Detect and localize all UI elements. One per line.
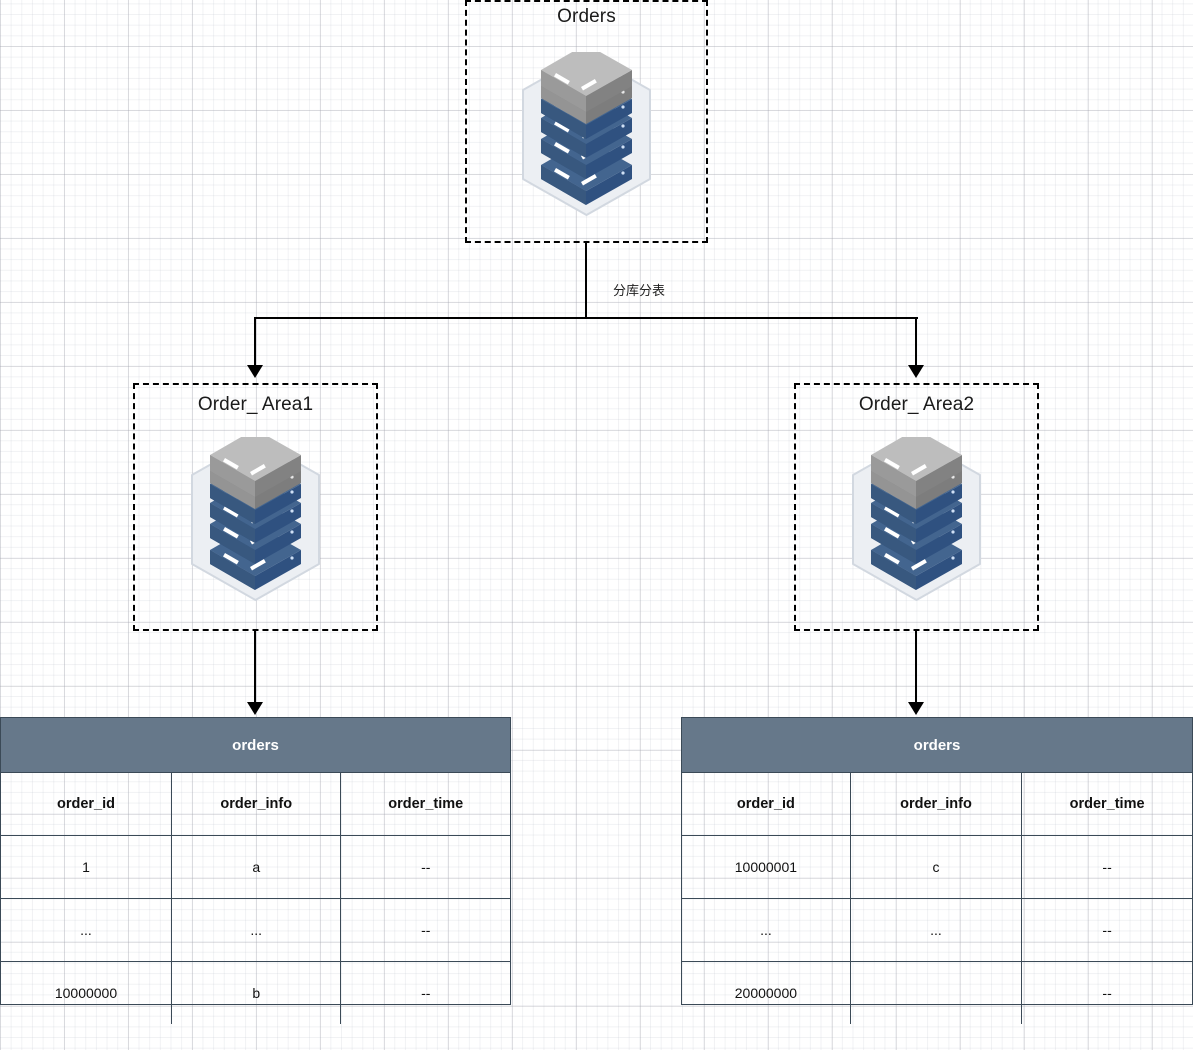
cell-order-info: b bbox=[170, 961, 342, 1024]
table-right-header-row: order_id order_info order_time bbox=[682, 772, 1192, 836]
node-order-area2-label: Order_ Area2 bbox=[858, 394, 975, 415]
cell-order-time: -- bbox=[1021, 898, 1192, 962]
cell-order-id: 10000000 bbox=[1, 961, 172, 1024]
cell-order-id: ... bbox=[1, 898, 172, 962]
node-orders-label: Orders bbox=[557, 6, 616, 27]
table-left-title: orders bbox=[1, 718, 510, 773]
connector-area1-to-table bbox=[254, 631, 256, 703]
table-right-col-order-info: order_info bbox=[849, 772, 1023, 836]
table-row: 10000000 b -- bbox=[1, 961, 510, 1024]
server-rack-icon bbox=[519, 52, 654, 217]
table-row: ... ... -- bbox=[682, 898, 1192, 962]
connector-to-area1 bbox=[254, 317, 256, 367]
cell-order-id: 10000001 bbox=[682, 835, 851, 899]
cell-order-info: ... bbox=[849, 898, 1023, 962]
table-left-col-order-id: order_id bbox=[1, 772, 172, 836]
table-row: 10000001 c -- bbox=[682, 835, 1192, 899]
cell-order-time: -- bbox=[1021, 961, 1192, 1024]
node-order-area1-label: Order_ Area1 bbox=[197, 394, 314, 415]
table-row: ... ... -- bbox=[1, 898, 510, 962]
arrowhead-to-area1 bbox=[247, 365, 263, 378]
table-left-title-row: orders bbox=[1, 718, 510, 773]
arrowhead-to-right-table bbox=[908, 702, 924, 715]
cell-order-info bbox=[849, 961, 1023, 1024]
table-right-title: orders bbox=[682, 718, 1192, 773]
cell-order-time: -- bbox=[340, 835, 510, 899]
cell-order-time: -- bbox=[1021, 835, 1192, 899]
node-order-area2[interactable] bbox=[794, 383, 1039, 631]
node-orders[interactable] bbox=[465, 0, 708, 243]
cell-order-info: a bbox=[170, 835, 342, 899]
table-orders-right[interactable]: orders order_id order_info order_time 10… bbox=[681, 717, 1193, 1024]
table-row: 1 a -- bbox=[1, 835, 510, 899]
node-order-area1[interactable] bbox=[133, 383, 378, 631]
table-left-col-order-time: order_time bbox=[340, 772, 510, 836]
arrowhead-to-area2 bbox=[908, 365, 924, 378]
cell-order-id: ... bbox=[682, 898, 851, 962]
connector-to-area2 bbox=[915, 317, 917, 367]
table-right-col-order-time: order_time bbox=[1021, 772, 1192, 836]
cell-order-time: -- bbox=[340, 961, 510, 1024]
cell-order-time: -- bbox=[340, 898, 510, 962]
server-rack-icon bbox=[188, 437, 323, 602]
table-right-title-row: orders bbox=[682, 718, 1192, 773]
table-orders-left[interactable]: orders order_id order_info order_time 1 … bbox=[0, 717, 511, 1024]
cell-order-id: 20000000 bbox=[682, 961, 851, 1024]
table-row: 20000000 -- bbox=[682, 961, 1192, 1024]
table-left-col-order-info: order_info bbox=[170, 772, 342, 836]
table-right-col-order-id: order_id bbox=[682, 772, 851, 836]
connector-area2-to-table bbox=[915, 631, 917, 703]
cell-order-id: 1 bbox=[1, 835, 172, 899]
connector-root-stem bbox=[585, 243, 587, 318]
table-left-header-row: order_id order_info order_time bbox=[1, 772, 510, 836]
cell-order-info: ... bbox=[170, 898, 342, 962]
connector-bus bbox=[255, 317, 918, 319]
arrowhead-to-left-table bbox=[247, 702, 263, 715]
edge-label-sharding: 分库分表 bbox=[613, 283, 666, 298]
cell-order-info: c bbox=[849, 835, 1023, 899]
server-rack-icon bbox=[849, 437, 984, 602]
